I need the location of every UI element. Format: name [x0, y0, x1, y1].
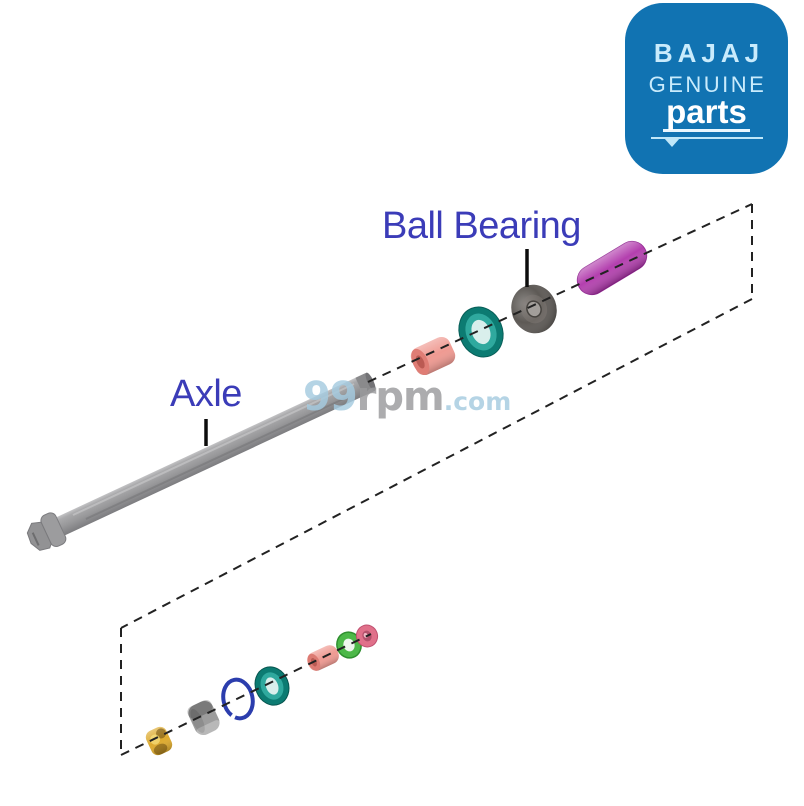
oil-seal-small-part — [254, 666, 290, 706]
spacer-bush-part — [410, 336, 456, 376]
watermark-suffix: .com — [443, 387, 512, 416]
logo-genuine-text: GENUINE — [648, 72, 767, 97]
axle-nut-part — [145, 726, 173, 756]
logo-down-arrow-icon — [663, 137, 680, 147]
middle-diagonal-dashed-line — [120, 298, 753, 629]
watermark-mid: rpm — [356, 374, 445, 420]
axle-part — [26, 372, 376, 551]
watermark-prefix: 99 — [303, 374, 358, 420]
hub-bush-part — [187, 699, 222, 737]
ball-bearing-label: Ball Bearing — [382, 205, 581, 247]
logo-underline — [650, 136, 763, 147]
spacer-sleeve-part — [576, 240, 648, 296]
ball-bearing-part — [511, 284, 557, 334]
bajaj-logo: BAJAJ GENUINE parts — [625, 3, 788, 174]
logo-brand-text: BAJAJ — [653, 38, 765, 68]
logo-parts-text: parts — [663, 95, 750, 132]
circlip-part — [221, 677, 255, 721]
upper-axis-dashed-line — [367, 203, 753, 383]
oil-seal-part — [458, 306, 504, 358]
axle-label: Axle — [170, 373, 242, 415]
watermark: 99rpm.com — [303, 377, 511, 417]
lower-axis-dashed-line — [120, 633, 372, 756]
